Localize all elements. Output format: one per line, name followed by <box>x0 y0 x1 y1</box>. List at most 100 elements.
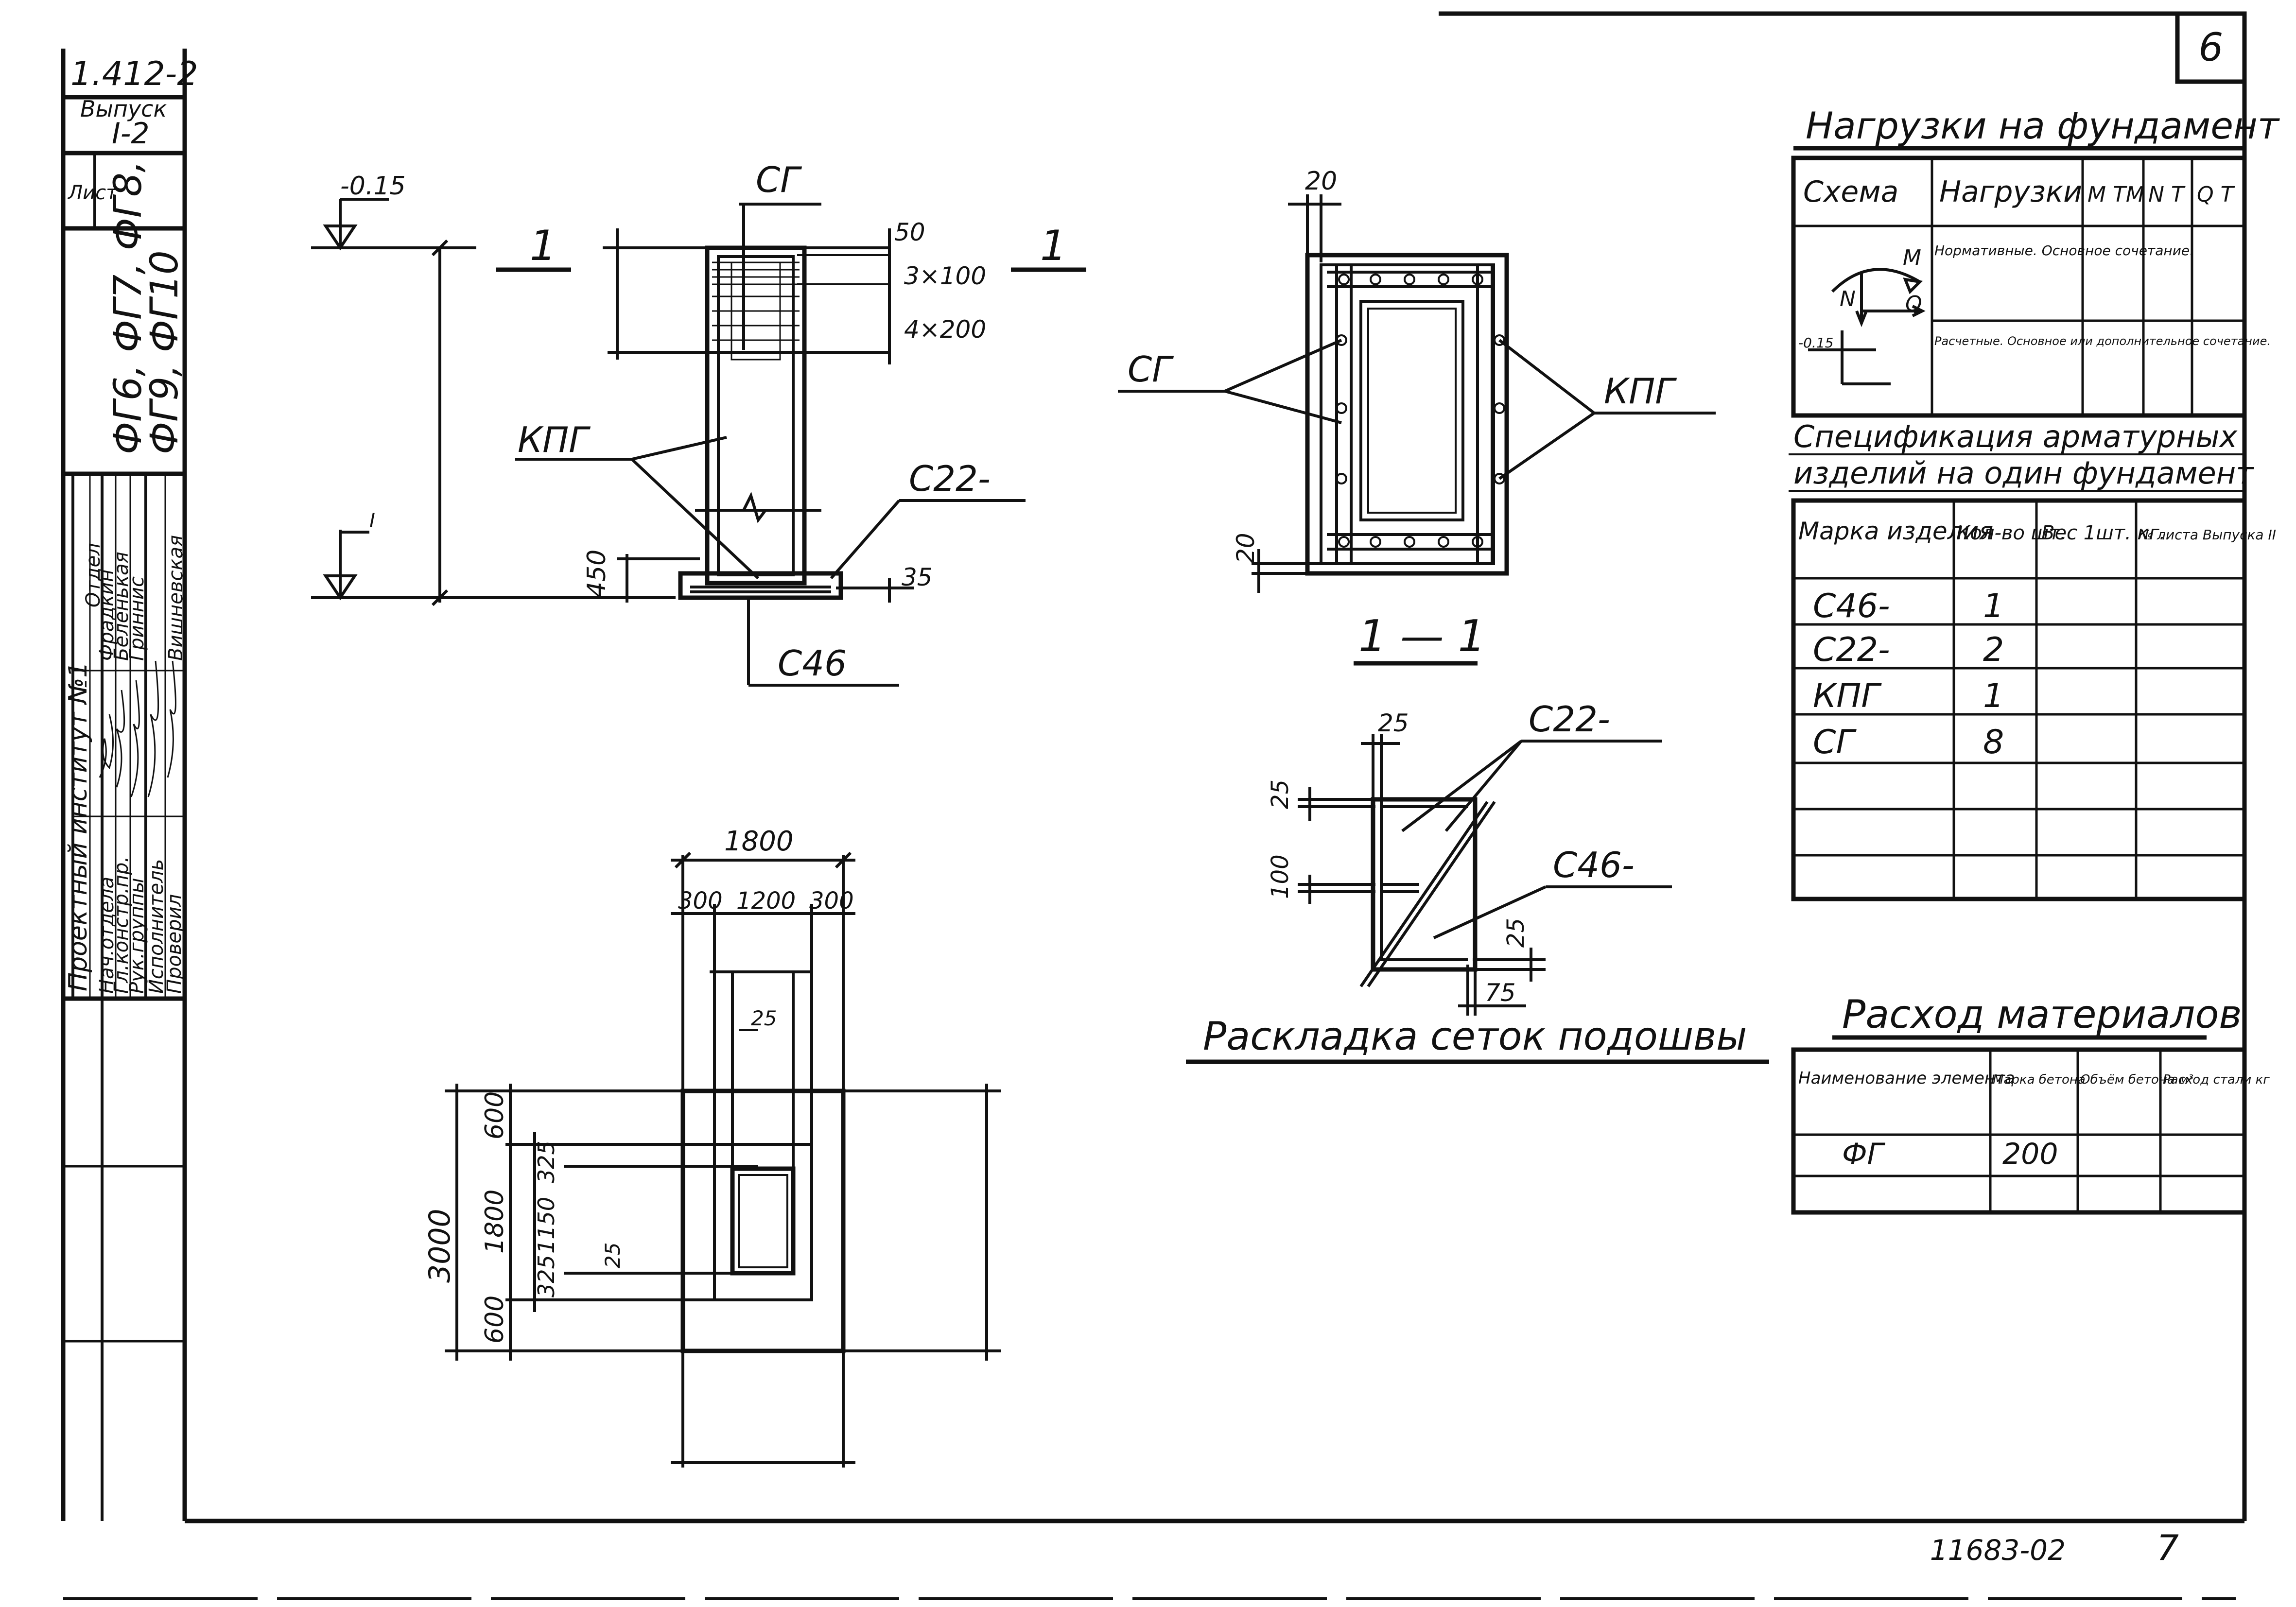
callout-right-c22: С22- <box>909 458 991 499</box>
dim-3x100: 3×100 <box>904 262 986 290</box>
loads-title: Нагрузки на фундамент <box>1806 104 2280 147</box>
stamp-name-4: Вишневская <box>165 535 187 661</box>
scheme-label-m: M <box>1903 245 1921 270</box>
plan-dim-600-bottom: 600 <box>480 1296 509 1344</box>
mesh-dim-100: 100 <box>1267 854 1294 899</box>
loads-header-n: N Т <box>2148 182 2186 207</box>
section-mark-right: 1 <box>1040 222 1067 270</box>
plan-dim-300-right: 300 <box>809 887 854 915</box>
signature-4 <box>147 660 159 797</box>
section-callout-kpg: КПГ <box>1604 371 1677 412</box>
section-callout-sg: СГ <box>1128 349 1174 390</box>
spec-header-mark: Марка изделия <box>1798 517 1993 545</box>
plan-dim-25-left: 25 <box>601 1243 625 1268</box>
materials-table: Расход материалов Наименование элемента … <box>1791 992 2270 1215</box>
mesh-dim-25-right: 25 <box>1502 918 1530 948</box>
plan-dim-1800-height: 1800 <box>480 1190 509 1254</box>
section-view: 20 20 СГ КПГ 1 — 1 <box>1118 167 1716 666</box>
stamp-issue-label: Выпуск <box>80 96 167 122</box>
spec-row-1-qty: 1 <box>1983 587 2004 625</box>
callout-top-sg: СГ <box>756 159 802 200</box>
plan-dim-25-top: 25 <box>751 1006 777 1030</box>
stirrups <box>712 261 800 341</box>
materials-row-element: ФГ <box>1842 1137 1886 1171</box>
plan-dim-300-left: 300 <box>678 887 723 915</box>
level-top: -0.15 <box>340 172 406 201</box>
mesh-callout-c46: С46- <box>1553 845 1635 885</box>
section-dim-side: 20 <box>1232 533 1260 564</box>
dim-35: 35 <box>902 563 933 591</box>
spec-row-4-mark: СГ <box>1813 723 1857 761</box>
signature-5 <box>167 660 176 778</box>
spec-header-qty: Кол-во шт. <box>1956 522 2066 544</box>
dim-450: 450 <box>582 550 611 598</box>
signature-2 <box>116 690 125 788</box>
stamp-role-1: Нач.отдела <box>96 877 118 994</box>
plan-dim-325-top: 325 <box>533 1140 559 1183</box>
materials-row-grade: 200 <box>2002 1137 2058 1171</box>
mesh-dim-25-left: 25 <box>1267 779 1294 809</box>
spec-header-sheet: № листа Выпуска II <box>2138 527 2276 543</box>
stamp-name-2: Беленькая <box>110 552 133 661</box>
stamp-role-2: Гл.констр.пр. <box>110 856 133 994</box>
mesh-callout-c22: С22- <box>1529 699 1610 740</box>
section-mark-left: 1 <box>530 222 557 270</box>
load-scheme-sketch: M N Q -0.15 <box>1798 245 1926 385</box>
stamp-series: 1.412-2 <box>70 55 198 93</box>
spec-title-1: Спецификация арматурных <box>1793 419 2238 454</box>
loads-table: Нагрузки на фундамент Схема Нагрузки M Т… <box>1791 104 2280 418</box>
stamp-title-line1: ФГ6, ФГ7, ФГ8, <box>106 160 150 454</box>
scheme-label-level: -0.15 <box>1798 335 1833 351</box>
spec-row-4-qty: 8 <box>1983 723 2004 761</box>
stamp-name-1: Фрадкин <box>96 570 118 661</box>
elevation-view: -0.15 I 1 1 СГ <box>311 159 1086 687</box>
spec-row-3-mark: КПГ <box>1813 677 1882 715</box>
section-dim-top: 20 <box>1305 167 1337 196</box>
plan-dim-1200: 1200 <box>736 887 796 915</box>
page-number: 7 <box>2157 1527 2179 1568</box>
stamp-institute: Проектный институт №1 <box>64 661 93 991</box>
stamp-role-4: Исполнитель <box>145 859 168 994</box>
callout-bottom-c46: С46 <box>778 643 847 684</box>
plan-dim-1150: 1150 <box>533 1197 559 1254</box>
mesh-dim-75: 75 <box>1485 979 1516 1007</box>
materials-header-volume: Объём бетона м³ <box>2080 1072 2193 1087</box>
spec-table: Спецификация арматурных изделий на один … <box>1789 419 2276 901</box>
stamp-role-3: Рук.группы <box>126 878 148 994</box>
materials-header-grade: Марка бетона <box>1993 1072 2086 1087</box>
plan-dim-600-top: 600 <box>480 1091 509 1140</box>
loads-row-normative: Нормативные. Основное сочетание. <box>1934 242 2194 259</box>
loads-header-q: Q Т <box>2197 182 2235 207</box>
loads-header-scheme: Схема <box>1803 175 1898 209</box>
materials-header-steel: Расход стали кг <box>2163 1072 2270 1087</box>
plan-dim-1800-width: 1800 <box>724 826 794 857</box>
dim-4x200: 4×200 <box>904 315 986 344</box>
stamp-institute-sub: Отдел <box>82 543 104 607</box>
mesh-dim-25-top: 25 <box>1378 709 1409 737</box>
loads-row-design: Расчетные. Основное или дополнительное с… <box>1934 334 2271 348</box>
spec-title-2: изделий на один фундамент <box>1793 455 2254 491</box>
spec-row-2-qty: 2 <box>1983 631 2004 669</box>
mesh-layout: 25 25 100 25 75 С22- С46- Раскладка сето… <box>1186 699 1769 1064</box>
loads-header-m: M ТМ <box>2087 182 2144 207</box>
title-stamp: 1.412-2 Выпуск I-2 Лист ФГ6, ФГ7, ФГ8, Ф… <box>63 55 198 1521</box>
plan-view: 1800 300 1200 300 25 3000 600 1800 <box>423 826 1001 1468</box>
spec-row-3-qty: 1 <box>1983 677 2004 715</box>
stamp-title-line2: ФГ9, ФГ10 <box>143 250 187 454</box>
scheme-label-n: N <box>1840 287 1856 311</box>
callout-left-kpg: КПГ <box>518 419 591 460</box>
section-title: 1 — 1 <box>1358 611 1486 662</box>
page-footer: 11683-02 7 <box>1930 1527 2179 1568</box>
stamp-list-label: Лист <box>67 182 118 204</box>
level-bottom: I <box>369 510 375 532</box>
signature-3 <box>130 680 140 797</box>
materials-title: Расход материалов <box>1842 992 2242 1037</box>
spec-header-weight: Вес 1шт. кг. <box>2041 522 2165 544</box>
sheet-number-box: 6 <box>2175 11 2247 84</box>
stamp-issue: I-2 <box>112 117 150 151</box>
signature-1 <box>99 714 114 778</box>
scheme-label-q: Q <box>1905 292 1922 316</box>
section-bars <box>1336 274 1505 548</box>
dim-50: 50 <box>894 218 925 246</box>
